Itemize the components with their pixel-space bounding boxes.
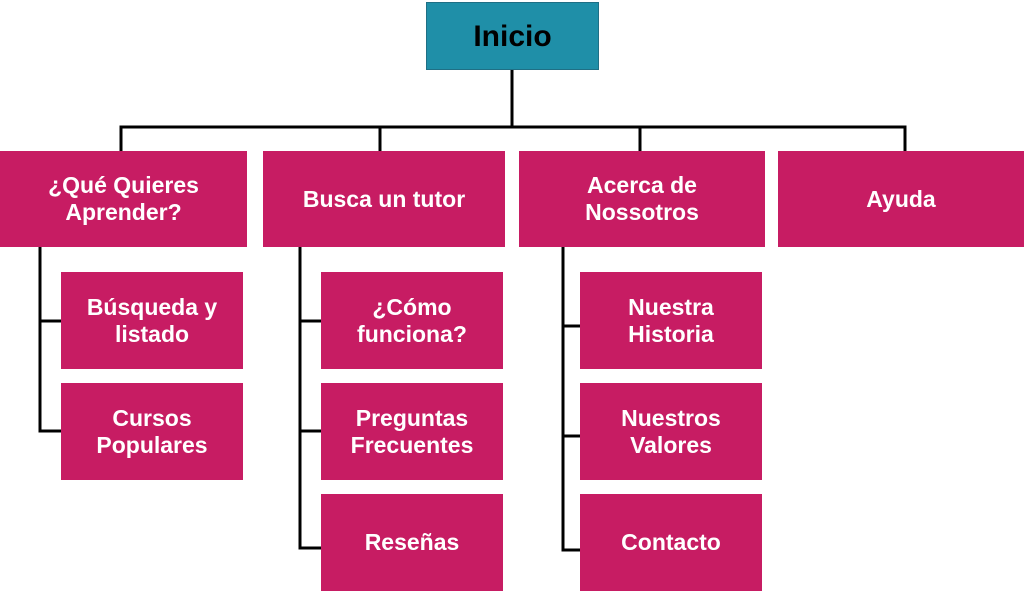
node-contacto: Contacto bbox=[580, 494, 762, 591]
node-nuestros-valores: Nuestros Valores bbox=[580, 383, 762, 480]
node-acerca-de-nosotros: Acerca de Nossotros bbox=[519, 151, 765, 247]
node-como-funciona: ¿Cómo funciona? bbox=[321, 272, 503, 369]
node-que-quieres-aprender: ¿Qué Quieres Aprender? bbox=[0, 151, 247, 247]
node-busca-un-tutor: Busca un tutor bbox=[263, 151, 505, 247]
node-inicio: Inicio bbox=[426, 2, 599, 70]
node-busqueda-y-listado: Búsqueda y listado bbox=[61, 272, 243, 369]
node-cursos-populares: Cursos Populares bbox=[61, 383, 243, 480]
node-resenas: Reseñas bbox=[321, 494, 503, 591]
node-ayuda: Ayuda bbox=[778, 151, 1024, 247]
node-preguntas-frecuentes: Preguntas Frecuentes bbox=[321, 383, 503, 480]
node-nuestra-historia: Nuestra Historia bbox=[580, 272, 762, 369]
